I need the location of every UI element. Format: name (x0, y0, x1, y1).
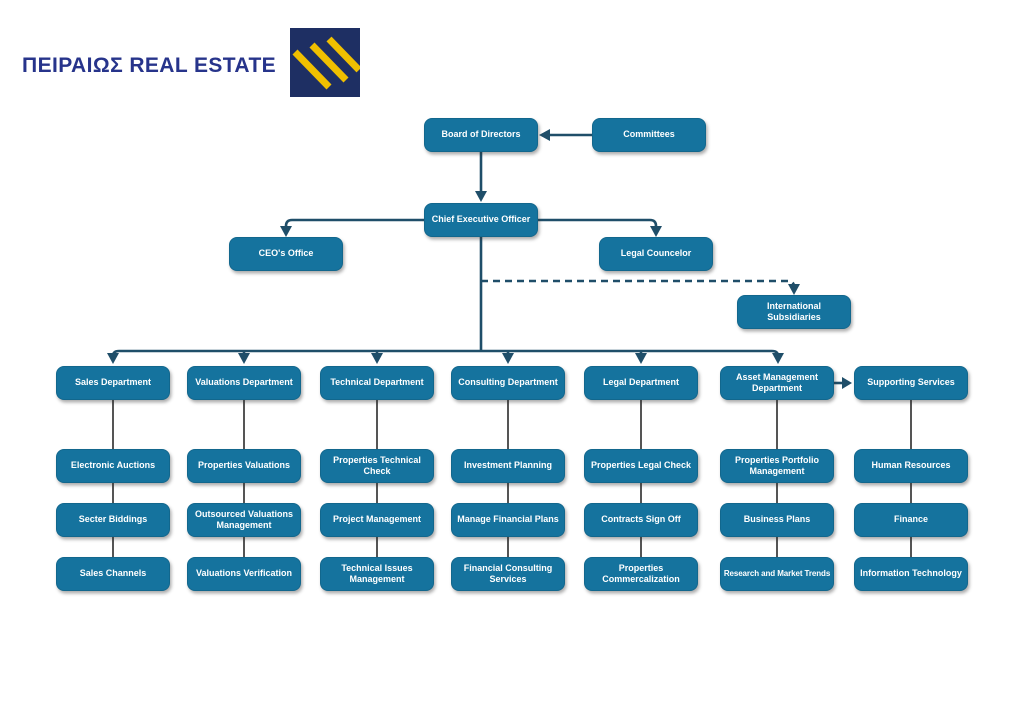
node-label: Secter Biddings (78, 514, 148, 525)
node-label: Committees (623, 129, 675, 140)
node-financial-consulting-services: Financial Consulting Services (451, 557, 565, 591)
node-label: Properties Commercalization (602, 562, 680, 584)
node-technical-issues-management: Technical Issues Management (320, 557, 434, 591)
node-finance: Finance (854, 503, 968, 537)
node-label: Consulting Department (458, 377, 558, 388)
node-label: Board of Directors (441, 129, 521, 140)
arrowhead (475, 191, 487, 202)
node-dept-valuations: Valuations Department (187, 366, 301, 400)
arrowhead (842, 377, 852, 389)
node-label: CEO's Office (258, 248, 314, 259)
node-label: Contracts Sign Off (601, 514, 681, 525)
node-international-subsidiaries: International Subsidiaries (737, 295, 851, 329)
node-sales-channels: Sales Channels (56, 557, 170, 591)
brand-name: ΠΕΙΡΑΙΩΣ REAL ESTATE (22, 54, 277, 77)
node-label: Sales Department (74, 377, 152, 388)
node-manage-financial-plans: Manage Financial Plans (451, 503, 565, 537)
node-dept-technical: Technical Department (320, 366, 434, 400)
node-label: Properties Technical Check (333, 454, 421, 476)
arrowhead (371, 353, 383, 364)
node-investment-planning: Investment Planning (451, 449, 565, 483)
arrowhead (502, 353, 514, 364)
node-chief-executive-officer: Chief Executive Officer (424, 203, 538, 237)
node-label: Chief Executive Officer (431, 214, 531, 225)
node-dept-asset-management: Asset Management Department (720, 366, 834, 400)
brand-header: ΠΕΙΡΑΙΩΣ REAL ESTATE (0, 0, 390, 116)
node-label: Manage Financial Plans (457, 514, 559, 525)
node-label: Technical Department (330, 377, 424, 388)
node-label: Properties Portfolio Management (734, 454, 819, 476)
node-contracts-sign-off: Contracts Sign Off (584, 503, 698, 537)
node-label: Information Technology (860, 568, 962, 579)
node-label: Legal Department (602, 377, 680, 388)
node-dept-sales: Sales Department (56, 366, 170, 400)
node-secter-biddings: Secter Biddings (56, 503, 170, 537)
node-project-management: Project Management (320, 503, 434, 537)
node-label: Properties Legal Check (590, 460, 692, 471)
edge-ceo-intl-subsidiaries-dashed (481, 279, 796, 288)
arrowhead (788, 284, 800, 295)
node-label: Properties Valuations (197, 460, 291, 471)
node-dept-consulting: Consulting Department (451, 366, 565, 400)
node-label: Legal Councelor (620, 248, 692, 259)
node-label: Research and Market Trends (723, 569, 831, 578)
node-label: Financial Consulting Services (463, 562, 553, 584)
node-dept-legal: Legal Department (584, 366, 698, 400)
edge-ceo-ceo-office (284, 218, 424, 228)
node-properties-commercalization: Properties Commercalization (584, 557, 698, 591)
node-outsourced-valuations-management: Outsourced Valuations Management (187, 503, 301, 537)
arrowhead (238, 353, 250, 364)
node-label: Human Resources (871, 460, 951, 471)
node-board-of-directors: Board of Directors (424, 118, 538, 152)
node-label: Technical Issues Management (341, 562, 413, 584)
node-label: Electronic Auctions (70, 460, 156, 471)
node-label: Valuations Department (195, 377, 293, 388)
node-information-technology: Information Technology (854, 557, 968, 591)
node-label: Finance (893, 514, 928, 525)
node-dept-supporting-services: Supporting Services (854, 366, 968, 400)
node-label: Project Management (332, 514, 422, 525)
node-label: Asset Management Department (735, 371, 819, 393)
arrowhead (772, 353, 784, 364)
node-research-and-market-trends: Research and Market Trends (720, 557, 834, 591)
node-properties-valuations: Properties Valuations (187, 449, 301, 483)
node-properties-technical-check: Properties Technical Check (320, 449, 434, 483)
column-connectors (112, 399, 912, 557)
node-label: International Subsidiaries (766, 300, 821, 322)
arrowhead (107, 353, 119, 364)
edge-department-bus (111, 349, 780, 357)
arrowhead (650, 226, 662, 237)
edge-ceo-legal-councelor (538, 218, 658, 228)
arrowhead (539, 129, 550, 141)
arrowhead (280, 226, 292, 237)
node-human-resources: Human Resources (854, 449, 968, 483)
node-business-plans: Business Plans (720, 503, 834, 537)
arrowhead (635, 353, 647, 364)
node-label: Outsourced Valuations Management (194, 508, 294, 530)
node-label: Investment Planning (463, 460, 552, 471)
node-properties-portfolio-management: Properties Portfolio Management (720, 449, 834, 483)
node-electronic-auctions: Electronic Auctions (56, 449, 170, 483)
node-label: Valuations Verification (195, 568, 293, 579)
node-ceos-office: CEO's Office (229, 237, 343, 271)
node-properties-legal-check: Properties Legal Check (584, 449, 698, 483)
node-label: Sales Channels (79, 568, 147, 579)
piraeus-logo-icon (290, 28, 360, 97)
node-label: Business Plans (743, 514, 811, 525)
node-valuations-verification: Valuations Verification (187, 557, 301, 591)
node-legal-councelor: Legal Councelor (599, 237, 713, 271)
node-committees: Committees (592, 118, 706, 152)
node-label: Supporting Services (867, 377, 955, 388)
